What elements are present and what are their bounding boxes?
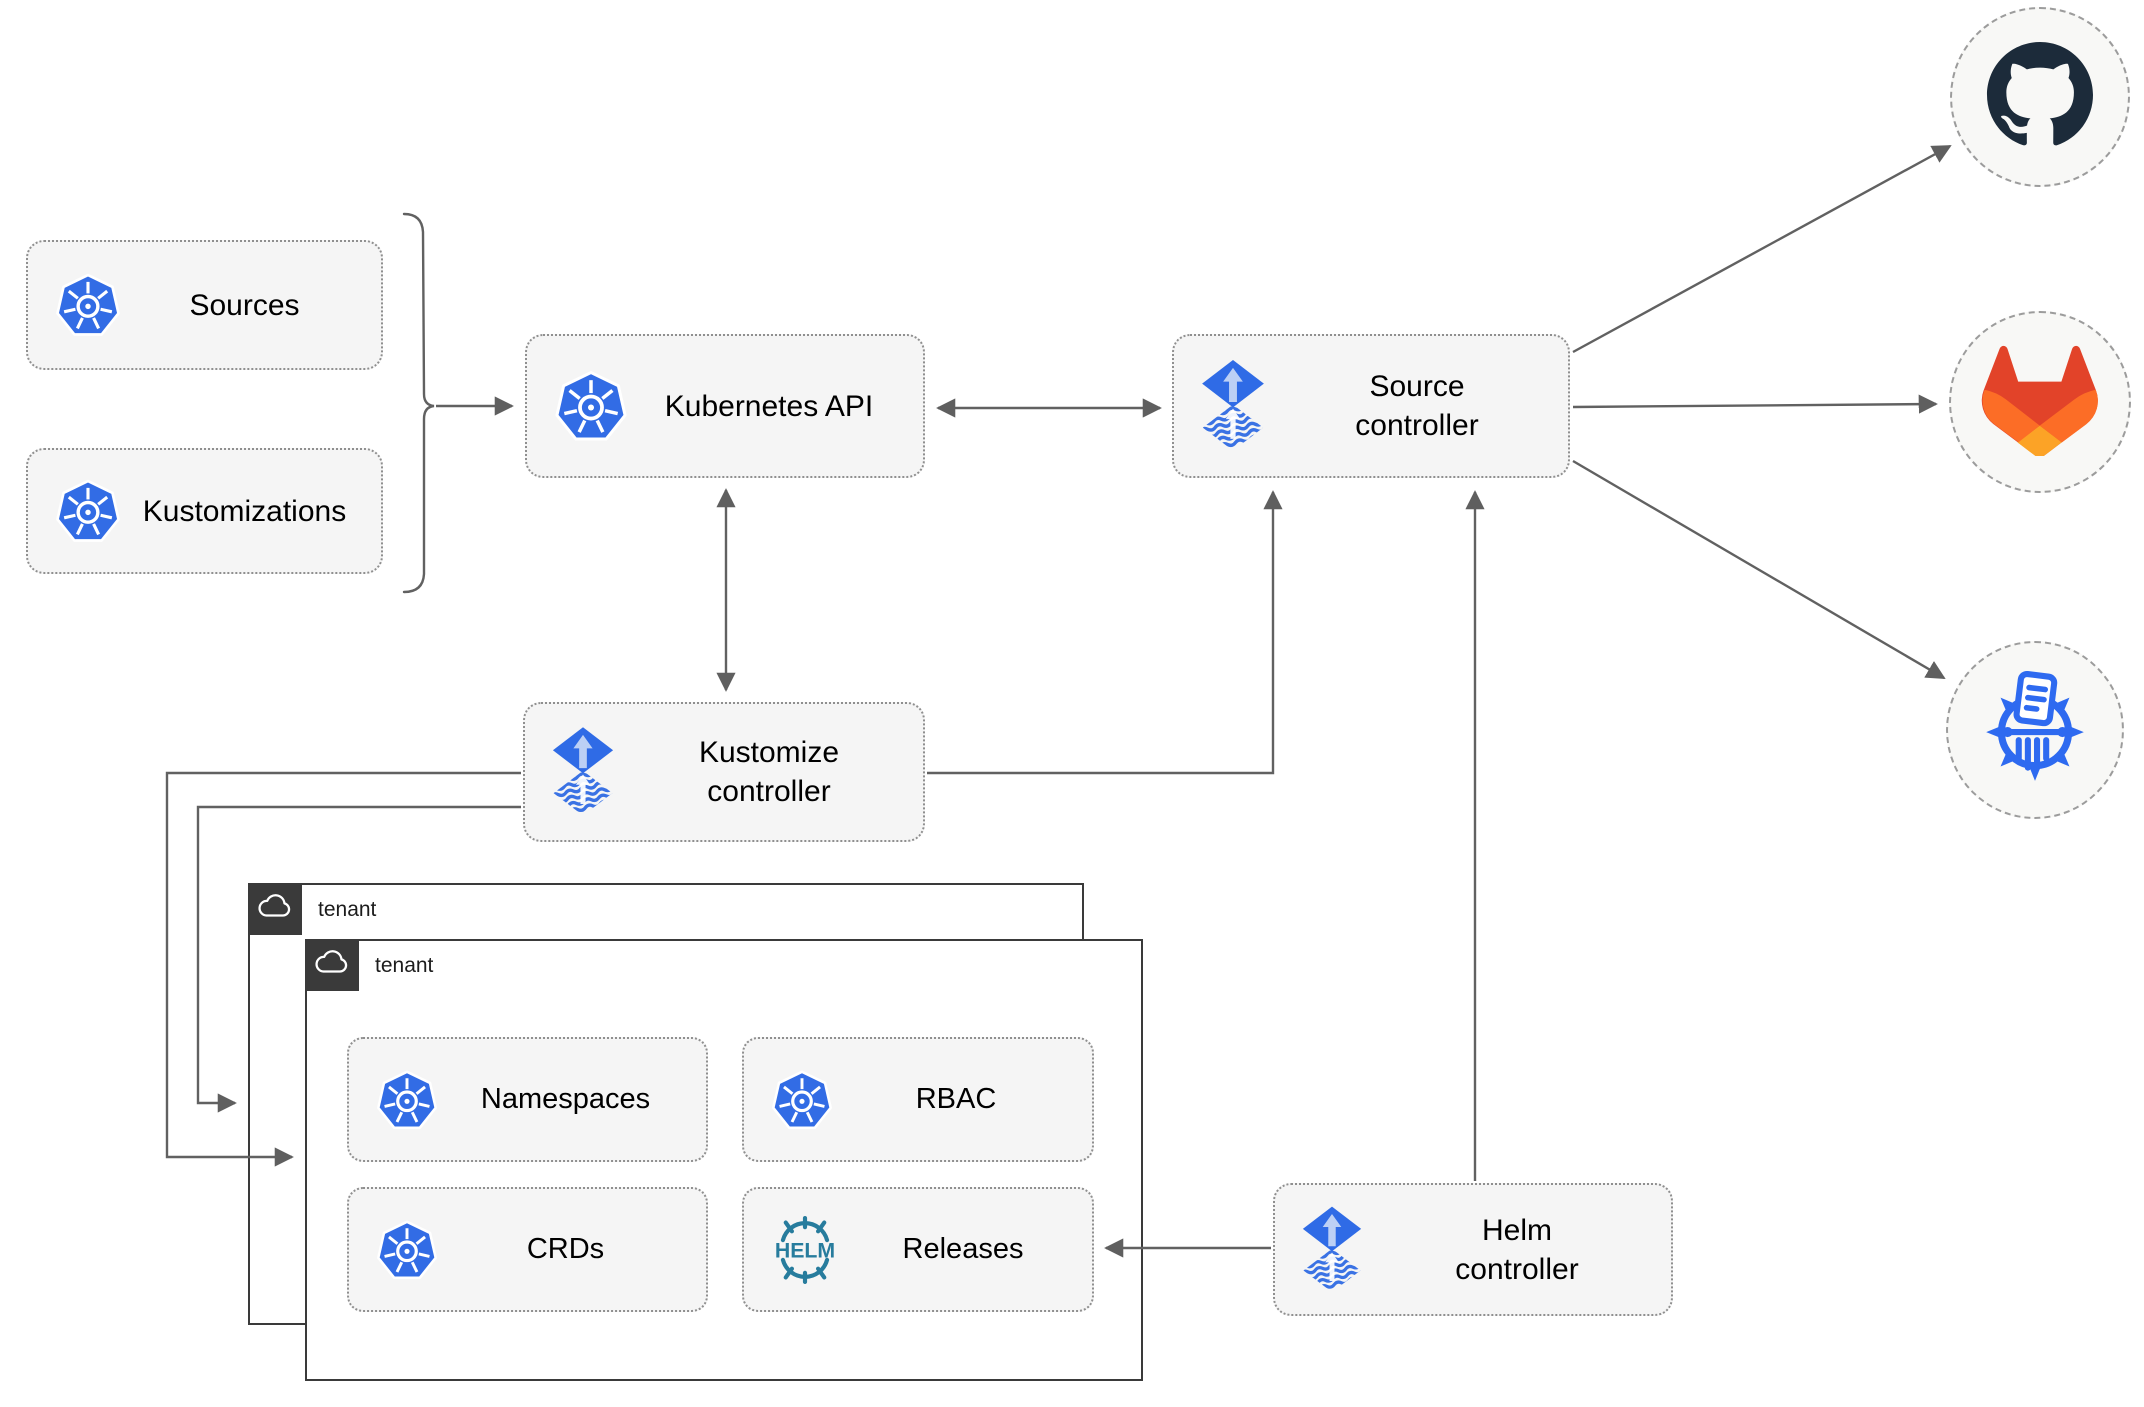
kubernetes-icon (375, 1068, 439, 1132)
node-releases-label: Releases (902, 1232, 1024, 1265)
node-kustomize-controller-label: Kustomize controller (698, 736, 840, 808)
arrow-kustomize-to-source (927, 490, 1283, 775)
node-kustomizations: Kustomizations (26, 448, 383, 574)
arrow-source-to-chartmuseum (1572, 459, 1946, 680)
node-sources-label: Sources (189, 288, 300, 322)
node-helm-controller-label: Helm controller (1455, 1213, 1579, 1286)
node-kustomizations-label: Kustomizations (142, 494, 347, 528)
cloud-icon (314, 948, 349, 982)
node-releases: HELM Releases (742, 1187, 1094, 1312)
tenant-box-front: tenant Namespaces RBAC CRDs (304, 938, 1143, 1381)
flux-icon (551, 727, 615, 817)
github-icon (1986, 41, 2094, 153)
node-crds-label: CRDs (526, 1232, 605, 1265)
kubernetes-icon (54, 477, 122, 545)
arrow-source-to-gitlab (1572, 394, 1938, 414)
tenant-tab (304, 938, 359, 991)
kubernetes-icon (54, 271, 122, 339)
external-github (1950, 7, 2130, 187)
node-helm-controller: Helm controller (1273, 1183, 1673, 1316)
kubernetes-icon (770, 1068, 834, 1132)
cloud-icon (257, 892, 292, 926)
node-rbac: RBAC (742, 1037, 1094, 1162)
node-kubernetes-api: Kubernetes API (525, 334, 925, 478)
node-namespaces: Namespaces (347, 1037, 708, 1162)
gitlab-icon (1981, 343, 2099, 461)
node-kubernetes-api-label: Kubernetes API (664, 389, 874, 423)
external-gitlab (1949, 311, 2131, 493)
arrow-source-to-github (1572, 144, 1952, 354)
helm-icon: HELM (762, 1215, 848, 1285)
node-source-controller: Source controller (1172, 334, 1570, 478)
node-crds: CRDs (347, 1187, 708, 1312)
chartmuseum-icon (1974, 667, 2096, 794)
kubernetes-icon (375, 1218, 439, 1282)
flux-icon (1301, 1206, 1363, 1294)
helm-logo-text: HELM (775, 1238, 835, 1262)
kubernetes-icon (553, 368, 629, 444)
node-sources: Sources (26, 240, 383, 370)
external-chartmuseum (1946, 641, 2124, 819)
node-rbac-label: RBAC (915, 1082, 997, 1115)
flux-icon (1200, 360, 1266, 452)
bracket-sources-group (402, 212, 435, 594)
tenant-label: tenant (375, 954, 434, 977)
node-namespaces-label: Namespaces (480, 1082, 651, 1115)
tenant-label: tenant (318, 898, 377, 921)
node-kustomize-controller: Kustomize controller (523, 702, 925, 842)
tenant-tab (247, 882, 302, 935)
node-source-controller-label: Source controller (1355, 370, 1479, 442)
